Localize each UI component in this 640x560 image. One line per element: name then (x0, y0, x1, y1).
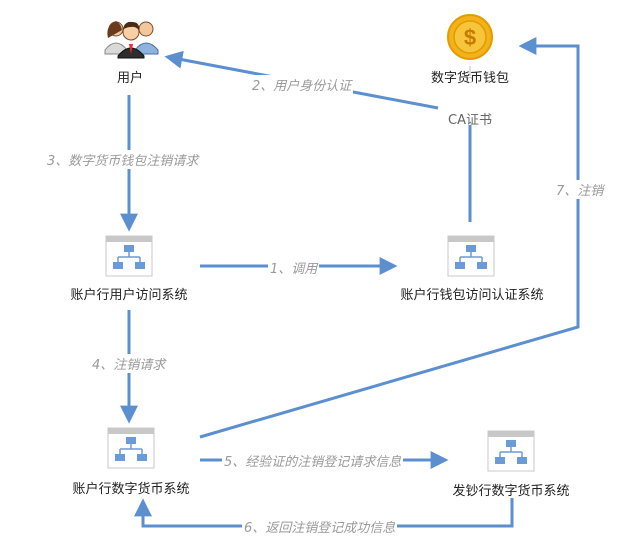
node-label-user: 用户 (116, 71, 144, 86)
node-label-ca: CA证书 (448, 113, 492, 128)
edge-7-cancel (199, 37, 580, 439)
edge-label-2: 2、用户身份认证 (250, 75, 354, 94)
edge-label-1: 1、调用 (268, 258, 320, 277)
edge-label-3: 3、数字货币钱包注销请求 (45, 150, 201, 169)
system-icon-user-access (105, 235, 153, 277)
coin-symbol: $ (464, 25, 476, 50)
edge-label-5: 5、经验证的注销登记请求信息 (222, 451, 404, 470)
user-group-icon (104, 21, 159, 59)
node-label-bank-currency: 账户行数字货币系统 (72, 482, 190, 497)
edge-label-4: 4、注销请求 (90, 354, 168, 373)
node-label-wallet: 数字货币钱包 (430, 71, 510, 86)
node-label-bank-wallet-auth: 账户行钱包访问认证系统 (400, 288, 544, 303)
ca-pin-icon (467, 66, 473, 83)
coin-icon: $ (447, 14, 493, 60)
node-label-issuer-currency: 发钞行数字货币系统 (452, 484, 570, 499)
edge-label-7: 7、注销 (554, 180, 606, 199)
system-icon-issuer-currency (487, 430, 535, 472)
node-label-bank-user-access: 账户行用户访问系统 (70, 288, 188, 303)
system-icon-wallet-auth (447, 235, 495, 277)
edge-label-6: 6、返回注销登记成功信息 (242, 517, 398, 536)
system-icon-bank-currency (107, 427, 155, 469)
